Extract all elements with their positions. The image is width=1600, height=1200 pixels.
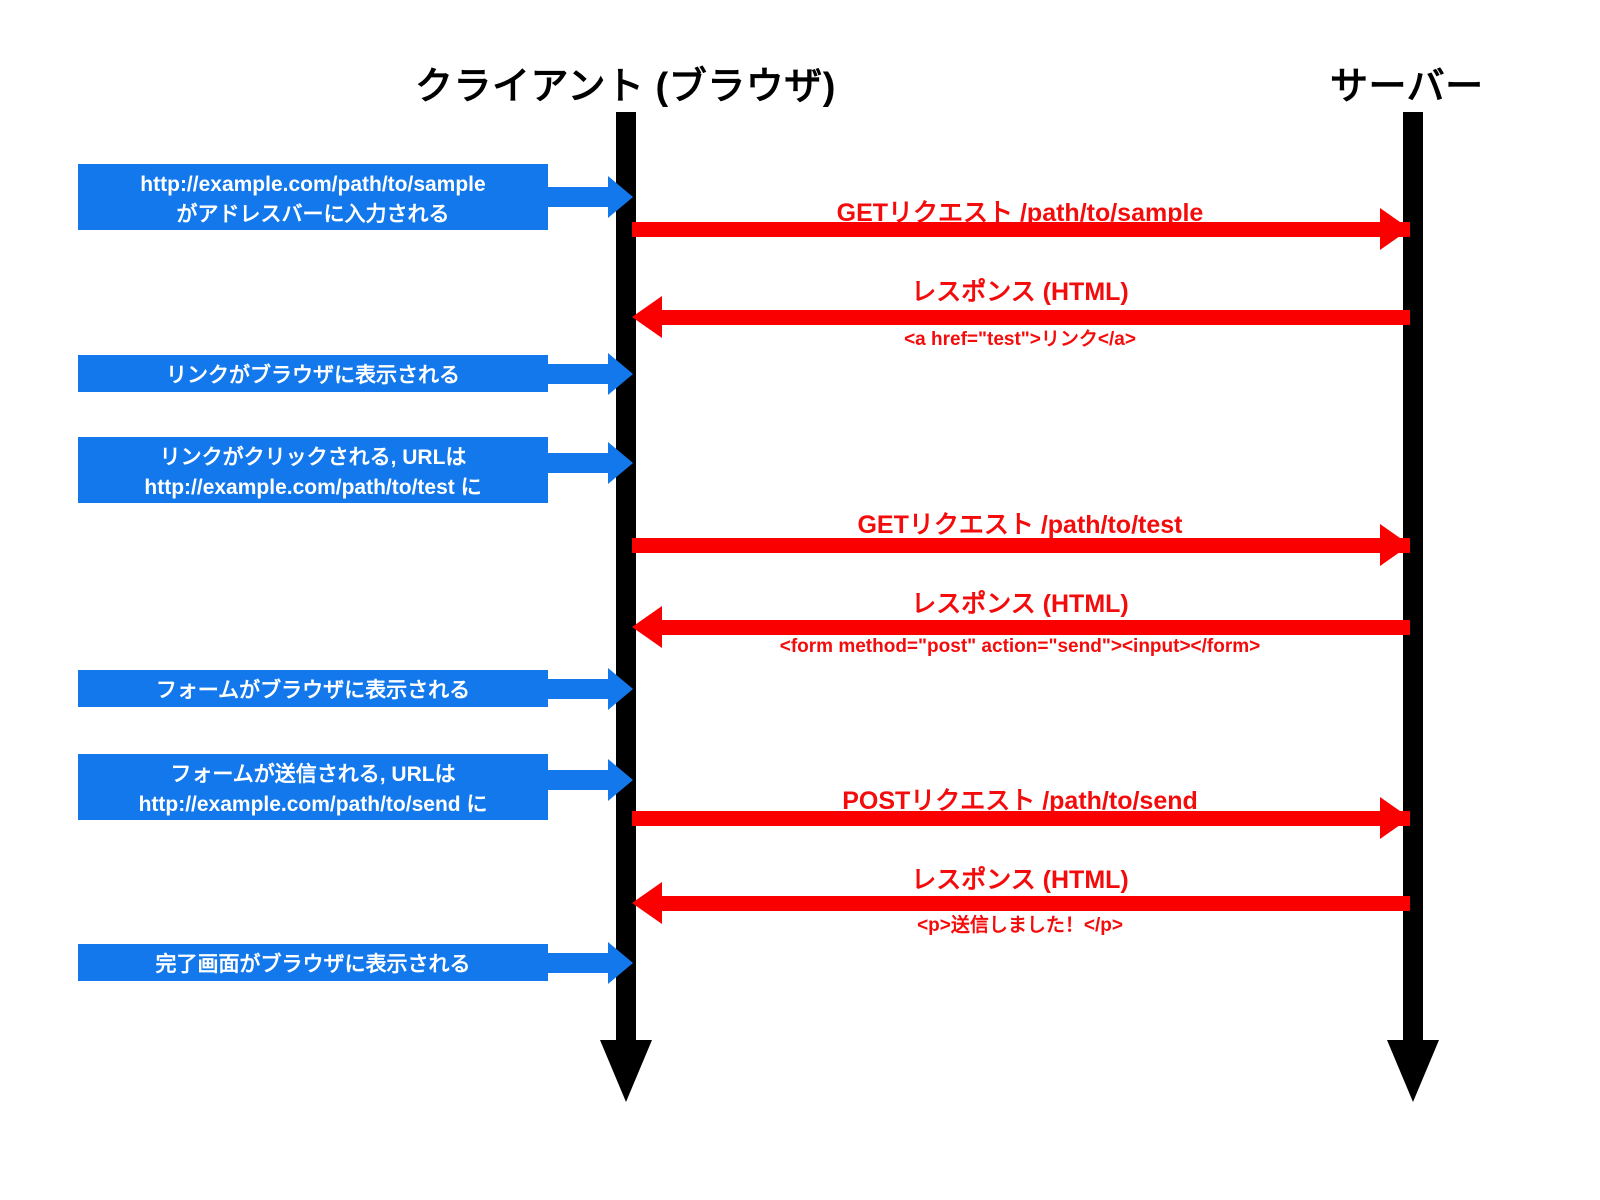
message-arrow-shaft (632, 222, 1410, 237)
note-line: http://example.com/path/to/test に (144, 476, 482, 499)
message-arrowhead-icon (632, 882, 662, 924)
message-label: レスポンス (HTML) (911, 866, 1129, 894)
note-box: フォームが送信される, URLは http://example.com/path… (78, 754, 548, 820)
note-connector-arrowhead-icon (608, 442, 633, 484)
note-connector-arrow (548, 187, 620, 207)
message-arrow-shaft (632, 811, 1410, 826)
note-box: フォームがブラウザに表示される (78, 670, 548, 707)
note-box: リンクがブラウザに表示される (78, 355, 548, 392)
note-connector-arrowhead-icon (608, 759, 633, 801)
note-line: がアドレスバーに入力される (176, 203, 450, 226)
message-arrow-shaft (648, 310, 1410, 325)
message-label: POSTリクエスト /path/to/send (842, 787, 1198, 815)
note-connector-arrowhead-icon (608, 176, 633, 218)
note-connector-arrow (548, 364, 620, 384)
client-actor-title: クライアント (ブラウザ) (415, 66, 836, 108)
message-code: <a href="test">リンク</a> (904, 329, 1136, 350)
note-line: リンクがクリックされる, URLは (159, 446, 467, 469)
note-line: http://example.com/path/to/sample (140, 173, 486, 196)
message-arrowhead-icon (1380, 208, 1410, 250)
message-arrowhead-icon (1380, 524, 1410, 566)
server-actor-title: サーバー (1330, 66, 1484, 108)
message-arrowhead-icon (632, 296, 662, 338)
client-lifeline (616, 112, 636, 1042)
note-line: フォームがブラウザに表示される (155, 679, 471, 702)
note-connector-arrowhead-icon (608, 353, 633, 395)
note-line: 完了画面がブラウザに表示される (155, 953, 471, 976)
note-connector-arrow (548, 953, 620, 973)
note-line: フォームが送信される, URLは (170, 763, 456, 786)
message-arrow-shaft (648, 896, 1410, 911)
note-line: リンクがブラウザに表示される (166, 364, 460, 387)
message-arrowhead-icon (1380, 797, 1410, 839)
note-line: http://example.com/path/to/send に (138, 793, 488, 816)
note-connector-arrow (548, 770, 620, 790)
message-label: GETリクエスト /path/to/test (857, 511, 1183, 539)
note-connector-arrowhead-icon (608, 942, 633, 984)
server-lifeline-arrow-icon (1387, 1040, 1439, 1102)
note-connector-arrowhead-icon (608, 668, 633, 710)
message-code: <form method="post" action="send"><input… (779, 636, 1261, 657)
message-arrow-shaft (632, 538, 1410, 553)
note-connector-arrow (548, 453, 620, 473)
message-arrow-shaft (648, 620, 1410, 635)
note-connector-arrow (548, 679, 620, 699)
note-box: http://example.com/path/to/sample がアドレスバ… (78, 164, 548, 230)
client-lifeline-arrow-icon (600, 1040, 652, 1102)
message-code: <p>送信しました！</p> (917, 915, 1123, 936)
message-label: レスポンス (HTML) (911, 278, 1129, 306)
message-arrowhead-icon (632, 606, 662, 648)
note-box: リンクがクリックされる, URLは http://example.com/pat… (78, 437, 548, 503)
message-label: レスポンス (HTML) (911, 590, 1129, 618)
note-box: 完了画面がブラウザに表示される (78, 944, 548, 981)
